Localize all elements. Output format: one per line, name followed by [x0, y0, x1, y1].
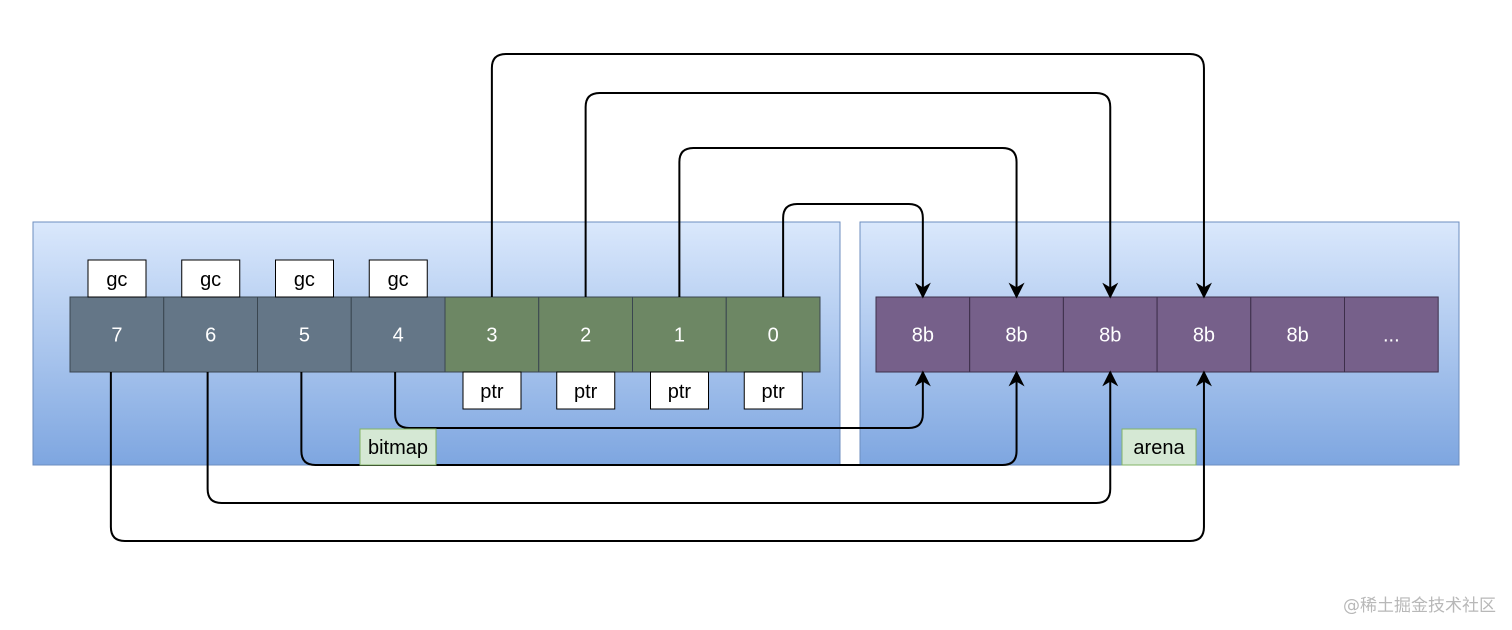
- bitmap-label: [359, 428, 437, 466]
- bitmap-cell-label: 1: [674, 325, 685, 347]
- gc-tag: [87, 259, 147, 298]
- bitmap-cell-label: 6: [205, 325, 216, 347]
- gc-tag-label: gc: [106, 269, 127, 291]
- bitmap-cell-2: [538, 296, 633, 373]
- ptr-tag: [650, 371, 709, 410]
- arena-cell: [1062, 296, 1158, 373]
- gc-tag-label: gc: [294, 269, 315, 291]
- arena-cell: [969, 296, 1064, 373]
- bitmap-cell-label: 0: [768, 325, 779, 347]
- arena-cell-label: 8b: [1287, 325, 1309, 347]
- arena-cell-label: 8b: [912, 325, 934, 347]
- gc-connector: [206, 370, 1119, 504]
- bitmap-cell-4: [350, 296, 446, 373]
- ptr-tag: [743, 371, 803, 410]
- gc-tag: [181, 259, 241, 298]
- ptr-connector: [782, 203, 931, 299]
- bitmap-cell-label: 7: [111, 325, 122, 347]
- arena-cell-label: 8b: [1005, 325, 1027, 347]
- ptr-connector: [678, 147, 1025, 299]
- bitmap-cell-label: 5: [299, 325, 310, 347]
- arena-cell-label: ...: [1383, 325, 1400, 347]
- arena-label: [1121, 428, 1197, 466]
- bitmap-cell-0: [725, 296, 821, 373]
- arena-label-text: arena: [1133, 437, 1185, 459]
- gc-tag-label: gc: [200, 269, 221, 291]
- ptr-tag: [556, 371, 616, 410]
- bitmap-cell-label: 2: [580, 325, 591, 347]
- ptr-tag-label: ptr: [668, 381, 692, 403]
- ptr-tag-label: ptr: [480, 381, 504, 403]
- arena-cell-label: 8b: [1193, 325, 1215, 347]
- gc-tag: [275, 259, 334, 298]
- gc-connector: [109, 370, 1212, 542]
- ptr-connector: [584, 92, 1119, 299]
- bitmap-cell-6: [163, 296, 258, 373]
- bitmap-label-text: bitmap: [368, 437, 428, 459]
- ptr-tag-label: ptr: [761, 381, 785, 403]
- ptr-tag: [462, 371, 522, 410]
- arena-cell: [1344, 296, 1439, 373]
- ptr-connector: [490, 53, 1212, 299]
- bitmap-cell-label: 4: [393, 325, 404, 347]
- ptr-tag-label: ptr: [574, 381, 598, 403]
- bitmap-cell-label: 3: [486, 325, 497, 347]
- bitmap-cell-5: [257, 296, 352, 373]
- watermark: @稀土掘金技术社区: [1343, 596, 1496, 616]
- gc-connector: [300, 370, 1025, 466]
- gc-connector: [394, 370, 931, 429]
- arena-cell-label: 8b: [1099, 325, 1121, 347]
- gc-tag: [368, 259, 428, 298]
- gc-tag-label: gc: [388, 269, 409, 291]
